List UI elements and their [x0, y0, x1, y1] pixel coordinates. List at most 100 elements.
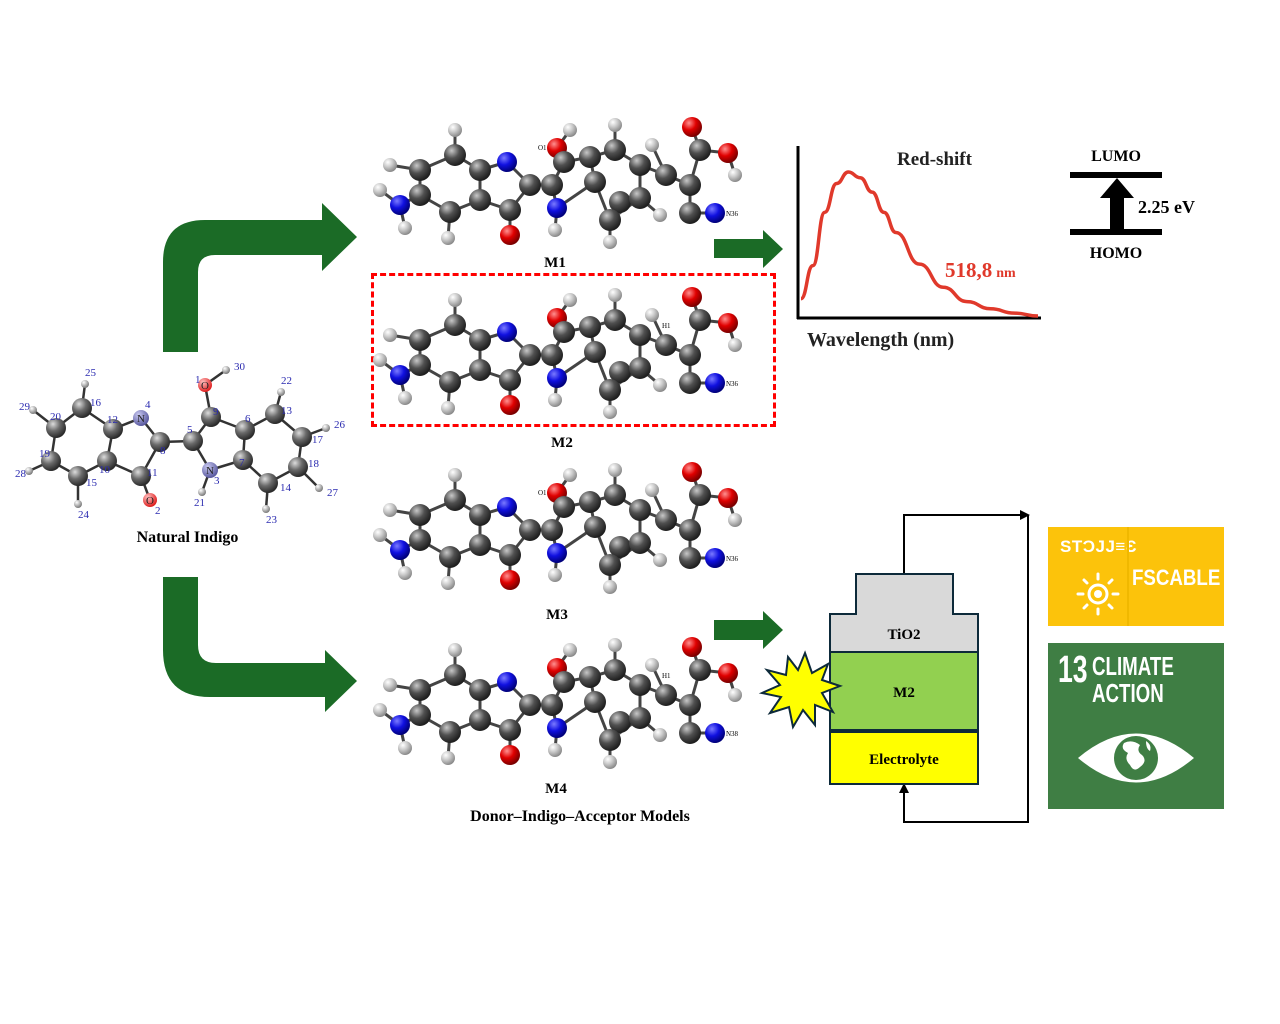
- atom-number: 5: [187, 424, 193, 436]
- atoms: [373, 117, 742, 249]
- atom-c: [599, 379, 621, 401]
- atom-h: [441, 751, 455, 765]
- atom-c: [41, 451, 61, 471]
- atom-n: [497, 322, 517, 342]
- atom-c: [541, 344, 563, 366]
- atom-c: [655, 684, 677, 706]
- atom-o: [198, 378, 212, 392]
- atom-c: [553, 671, 575, 693]
- atom-o: [718, 143, 738, 163]
- atom-c: [553, 496, 575, 518]
- nitrile-atom-label: N38: [726, 730, 739, 738]
- sdg13-title-line2: ACTION: [1092, 678, 1164, 709]
- atom-c: [584, 171, 606, 193]
- model-m2-label: M2: [551, 435, 573, 451]
- atom-c: [584, 341, 606, 363]
- atom-c: [629, 532, 651, 554]
- atom-c: [150, 432, 170, 452]
- atom-o: [500, 395, 520, 415]
- atom-h: [563, 468, 577, 482]
- atom-symbol: N: [137, 413, 145, 425]
- atom-o: [682, 117, 702, 137]
- atom-c: [604, 139, 626, 161]
- band-gap-value: 2.25 eV: [1138, 197, 1195, 217]
- atom-c: [469, 534, 491, 556]
- atom-h: [448, 468, 462, 482]
- m2-layer-label: M2: [893, 685, 915, 701]
- atom-h: [373, 528, 387, 542]
- atom-c: [579, 146, 601, 168]
- atoms: [373, 462, 742, 594]
- atom-n: [705, 548, 725, 568]
- homo-level: [1070, 229, 1162, 235]
- atom-c: [604, 659, 626, 681]
- tio2-label: TiO2: [887, 627, 920, 643]
- atom-c: [292, 427, 312, 447]
- atom-c: [679, 694, 701, 716]
- atom-c: [409, 504, 431, 526]
- atom-c: [439, 546, 461, 568]
- atom-c: [233, 450, 253, 470]
- atom-c: [409, 704, 431, 726]
- sdg13-number: 13: [1058, 649, 1088, 691]
- atom-c: [599, 209, 621, 231]
- hydrogen-atom-label: H1: [662, 672, 671, 680]
- atom-c: [409, 329, 431, 351]
- atom-c: [609, 711, 631, 733]
- atom-c: [629, 154, 651, 176]
- atom-h: [728, 168, 742, 182]
- atom-h: [373, 353, 387, 367]
- atom-c: [679, 372, 701, 394]
- atom-c: [46, 418, 66, 438]
- atom-o: [500, 570, 520, 590]
- sdg13-title-line1: CLIMATE: [1092, 651, 1174, 681]
- atom-c: [609, 536, 631, 558]
- natural-indigo-label: Natural Indigo: [136, 529, 239, 546]
- atom-c: [553, 321, 575, 343]
- hydrogen-atom-label: H1: [662, 322, 671, 330]
- atom-number: 27: [327, 487, 339, 499]
- atom-c: [444, 664, 466, 686]
- atom-h: [603, 755, 617, 769]
- atom-h: [315, 484, 323, 492]
- nitrile-atom-label: N36: [726, 210, 739, 218]
- atom-c: [679, 547, 701, 569]
- atom-h: [383, 503, 397, 517]
- atom-c: [655, 509, 677, 531]
- atom-h: [29, 406, 37, 414]
- atom-h: [373, 703, 387, 717]
- atom-c: [409, 159, 431, 181]
- atom-number: 9: [213, 406, 219, 418]
- atom-h: [608, 118, 622, 132]
- atom-h: [398, 741, 412, 755]
- atom-c: [609, 361, 631, 383]
- atom-c: [201, 407, 221, 427]
- atom-number: 25: [85, 367, 97, 379]
- atom-c: [579, 491, 601, 513]
- atom-c: [629, 187, 651, 209]
- atom-c: [599, 554, 621, 576]
- atom-h: [25, 467, 33, 475]
- atom-h: [645, 483, 659, 497]
- atom-c: [439, 371, 461, 393]
- atom-c: [629, 674, 651, 696]
- chart-title: Red-shift: [897, 149, 973, 170]
- atom-o: [682, 287, 702, 307]
- atom-h: [383, 678, 397, 692]
- atom-c: [599, 729, 621, 751]
- hydroxyl-atom-label: O1: [538, 489, 547, 497]
- atom-number: 2: [155, 505, 161, 517]
- atom-c: [235, 420, 255, 440]
- atom-h: [441, 231, 455, 245]
- atoms: [373, 287, 742, 419]
- atom-c: [679, 174, 701, 196]
- atom-c: [679, 519, 701, 541]
- atom-number: 19: [39, 448, 51, 460]
- atom-c: [469, 679, 491, 701]
- atom-h: [383, 328, 397, 342]
- atom-h: [548, 743, 562, 757]
- atom-number: 18: [308, 458, 320, 470]
- atom-n: [390, 715, 410, 735]
